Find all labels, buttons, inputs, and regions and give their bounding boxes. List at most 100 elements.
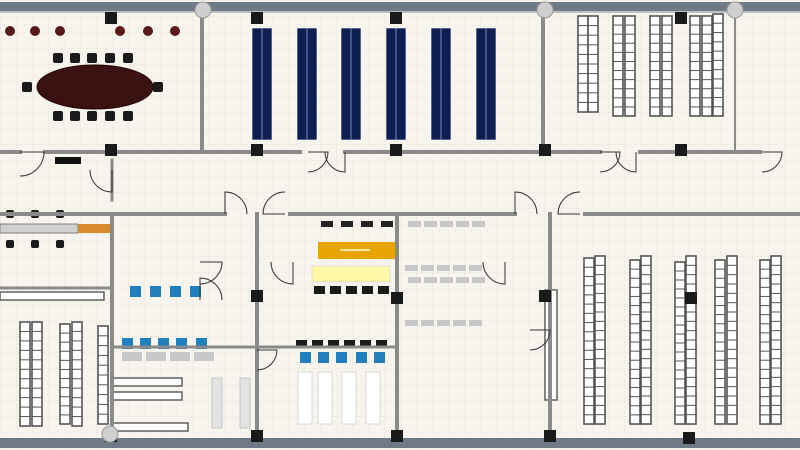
door-swing-icon: [482, 261, 506, 285]
door-swing-icon: [224, 191, 248, 215]
chair-icon: [140, 338, 151, 349]
workbench: [424, 277, 437, 283]
chair-icon: [87, 53, 97, 63]
chair-icon: [381, 221, 393, 227]
door-swing-icon: [599, 151, 621, 173]
chair-icon: [115, 26, 125, 36]
chair-icon: [31, 240, 39, 248]
workbench: [472, 221, 485, 227]
chair-icon: [70, 53, 80, 63]
shelf-icon: [19, 321, 31, 427]
storage-cabinet: [211, 377, 223, 429]
chair-icon: [170, 286, 181, 297]
door-swing-icon: [199, 261, 223, 285]
column-icon: [539, 290, 551, 302]
column-icon: [391, 292, 403, 304]
serving-counter-detail: [340, 249, 370, 251]
storage-cabinet: [239, 377, 251, 429]
chair-icon: [336, 352, 347, 363]
shelf-icon: [612, 15, 624, 117]
chair-icon: [158, 338, 169, 349]
chair-icon: [344, 340, 355, 348]
door-swing-icon: [256, 349, 278, 371]
column-icon: [536, 1, 554, 19]
furniture-layer: [0, 13, 782, 432]
archive-room-south-west: [0, 284, 112, 434]
chair-icon: [143, 26, 153, 36]
dining-table: [297, 371, 313, 425]
shelf-icon: [701, 15, 713, 117]
column-icon: [391, 430, 403, 442]
column-icon: [390, 12, 402, 24]
chair-icon: [318, 352, 329, 363]
door-swing-icon: [761, 151, 783, 173]
workbench: [408, 221, 421, 227]
shelf-icon: [689, 15, 701, 117]
workbench: [424, 221, 437, 227]
column-icon: [539, 144, 551, 156]
chair-icon: [5, 26, 15, 36]
chair-icon: [55, 26, 65, 36]
shelf-icon: [649, 15, 661, 117]
office-desk: [0, 223, 79, 234]
chair-icon: [362, 286, 373, 294]
chair-icon: [22, 82, 32, 92]
workbench: [437, 265, 450, 271]
workbench: [421, 265, 434, 271]
chair-icon: [321, 221, 333, 227]
workbench: [453, 265, 466, 271]
chair-icon: [330, 286, 341, 294]
column-icon: [251, 144, 263, 156]
doors-layer: [19, 151, 783, 371]
column-icon: [251, 12, 263, 24]
workbench: [472, 277, 485, 283]
chair-icon: [150, 286, 161, 297]
chair-icon: [376, 340, 387, 348]
door-swing-icon: [557, 191, 581, 215]
chair-icon: [360, 340, 371, 348]
chair-icon: [6, 240, 14, 248]
column-icon: [251, 430, 263, 442]
column-icon: [675, 144, 687, 156]
door-swing-icon: [262, 191, 286, 215]
dining-table: [365, 371, 381, 425]
chair-icon: [87, 111, 97, 121]
chair-icon: [56, 240, 64, 248]
dining-table: [341, 371, 357, 425]
chair-icon: [153, 82, 163, 92]
food-counter: [311, 265, 391, 283]
door-swing-icon: [615, 151, 637, 173]
workbench: [453, 320, 466, 326]
chair-icon: [105, 53, 115, 63]
door-swing-icon: [514, 191, 538, 215]
workbench: [456, 221, 469, 227]
workbench: [440, 277, 453, 283]
chair-icon: [123, 53, 133, 63]
shelf-icon: [31, 321, 43, 427]
column-icon: [101, 425, 119, 443]
workbench: [421, 320, 434, 326]
door-swing-icon: [199, 277, 223, 301]
column-icon: [726, 1, 744, 19]
door-swing-icon: [529, 329, 551, 351]
chair-icon: [328, 340, 339, 348]
door-swing-icon: [324, 151, 346, 173]
chair-icon: [346, 286, 357, 294]
door-swing-icon: [19, 151, 45, 177]
conference-table: [36, 64, 154, 110]
workbench: [405, 265, 418, 271]
chair-icon: [53, 111, 63, 121]
columns-layer: [101, 1, 744, 444]
column-icon: [685, 292, 697, 304]
door-swing-icon: [270, 261, 294, 285]
wall-cabinet: [55, 157, 81, 164]
column-icon: [251, 290, 263, 302]
chair-icon: [296, 340, 307, 348]
shelf-icon: [111, 422, 189, 432]
chair-icon: [314, 286, 325, 294]
chair-icon: [361, 221, 373, 227]
shelf-icon: [0, 291, 105, 301]
storage-cabinet: [78, 224, 110, 233]
workbench: [437, 320, 450, 326]
